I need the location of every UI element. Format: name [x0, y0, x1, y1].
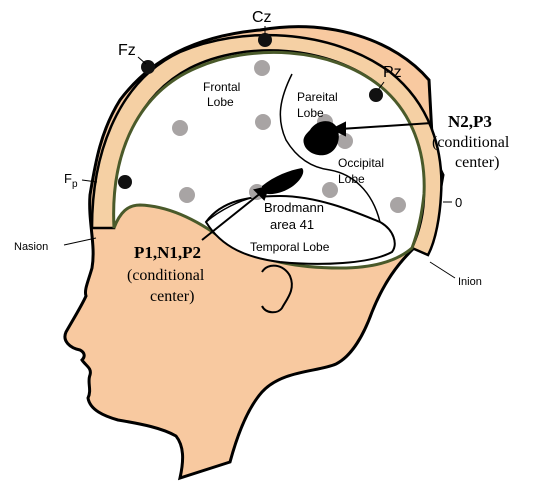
grey-dot [322, 182, 338, 198]
label-occipital-2: Lobe [338, 172, 365, 186]
grey-dot [255, 114, 271, 130]
grey-dot [172, 120, 188, 136]
label-cz: Cz [252, 9, 272, 26]
electrode-pz [369, 88, 383, 102]
label-fp-main: F [64, 171, 72, 186]
label-occipital-1: Occipital [338, 156, 384, 170]
callout-right-sub2: center) [455, 154, 499, 171]
label-o: 0 [455, 195, 462, 210]
label-fp: Fp [64, 171, 78, 190]
callout-left-title: P1,N1,P2 [134, 243, 201, 262]
label-nasion: Nasion [14, 241, 48, 253]
label-brodmann-1: Brodmann [264, 200, 324, 215]
callout-right-title: N2,P3 [448, 112, 492, 131]
grey-dot [179, 187, 195, 203]
grey-dot [390, 197, 406, 213]
label-pz: Pz [383, 64, 402, 81]
label-brodmann-2: area 41 [270, 217, 314, 232]
label-frontal-2: Lobe [207, 95, 234, 109]
fz-leader [138, 57, 146, 64]
callout-left-sub1: (conditional [127, 267, 205, 284]
label-temporal: Temporal Lobe [250, 240, 330, 254]
grey-dot [254, 60, 270, 76]
label-frontal-1: Frontal [203, 80, 240, 94]
callout-left-sub2: center) [150, 288, 194, 305]
label-parietal-1: Pareital [297, 90, 338, 104]
label-parietal-2: Lobe [297, 106, 324, 120]
callout-right-sub1: (conditional [432, 134, 510, 151]
electrode-cz [258, 33, 272, 47]
inion-leader [430, 262, 455, 278]
electrode-fp [118, 175, 132, 189]
label-fz: Fz [118, 42, 136, 59]
label-inion: Inion [458, 276, 482, 288]
label-fp-sub: p [72, 179, 78, 190]
